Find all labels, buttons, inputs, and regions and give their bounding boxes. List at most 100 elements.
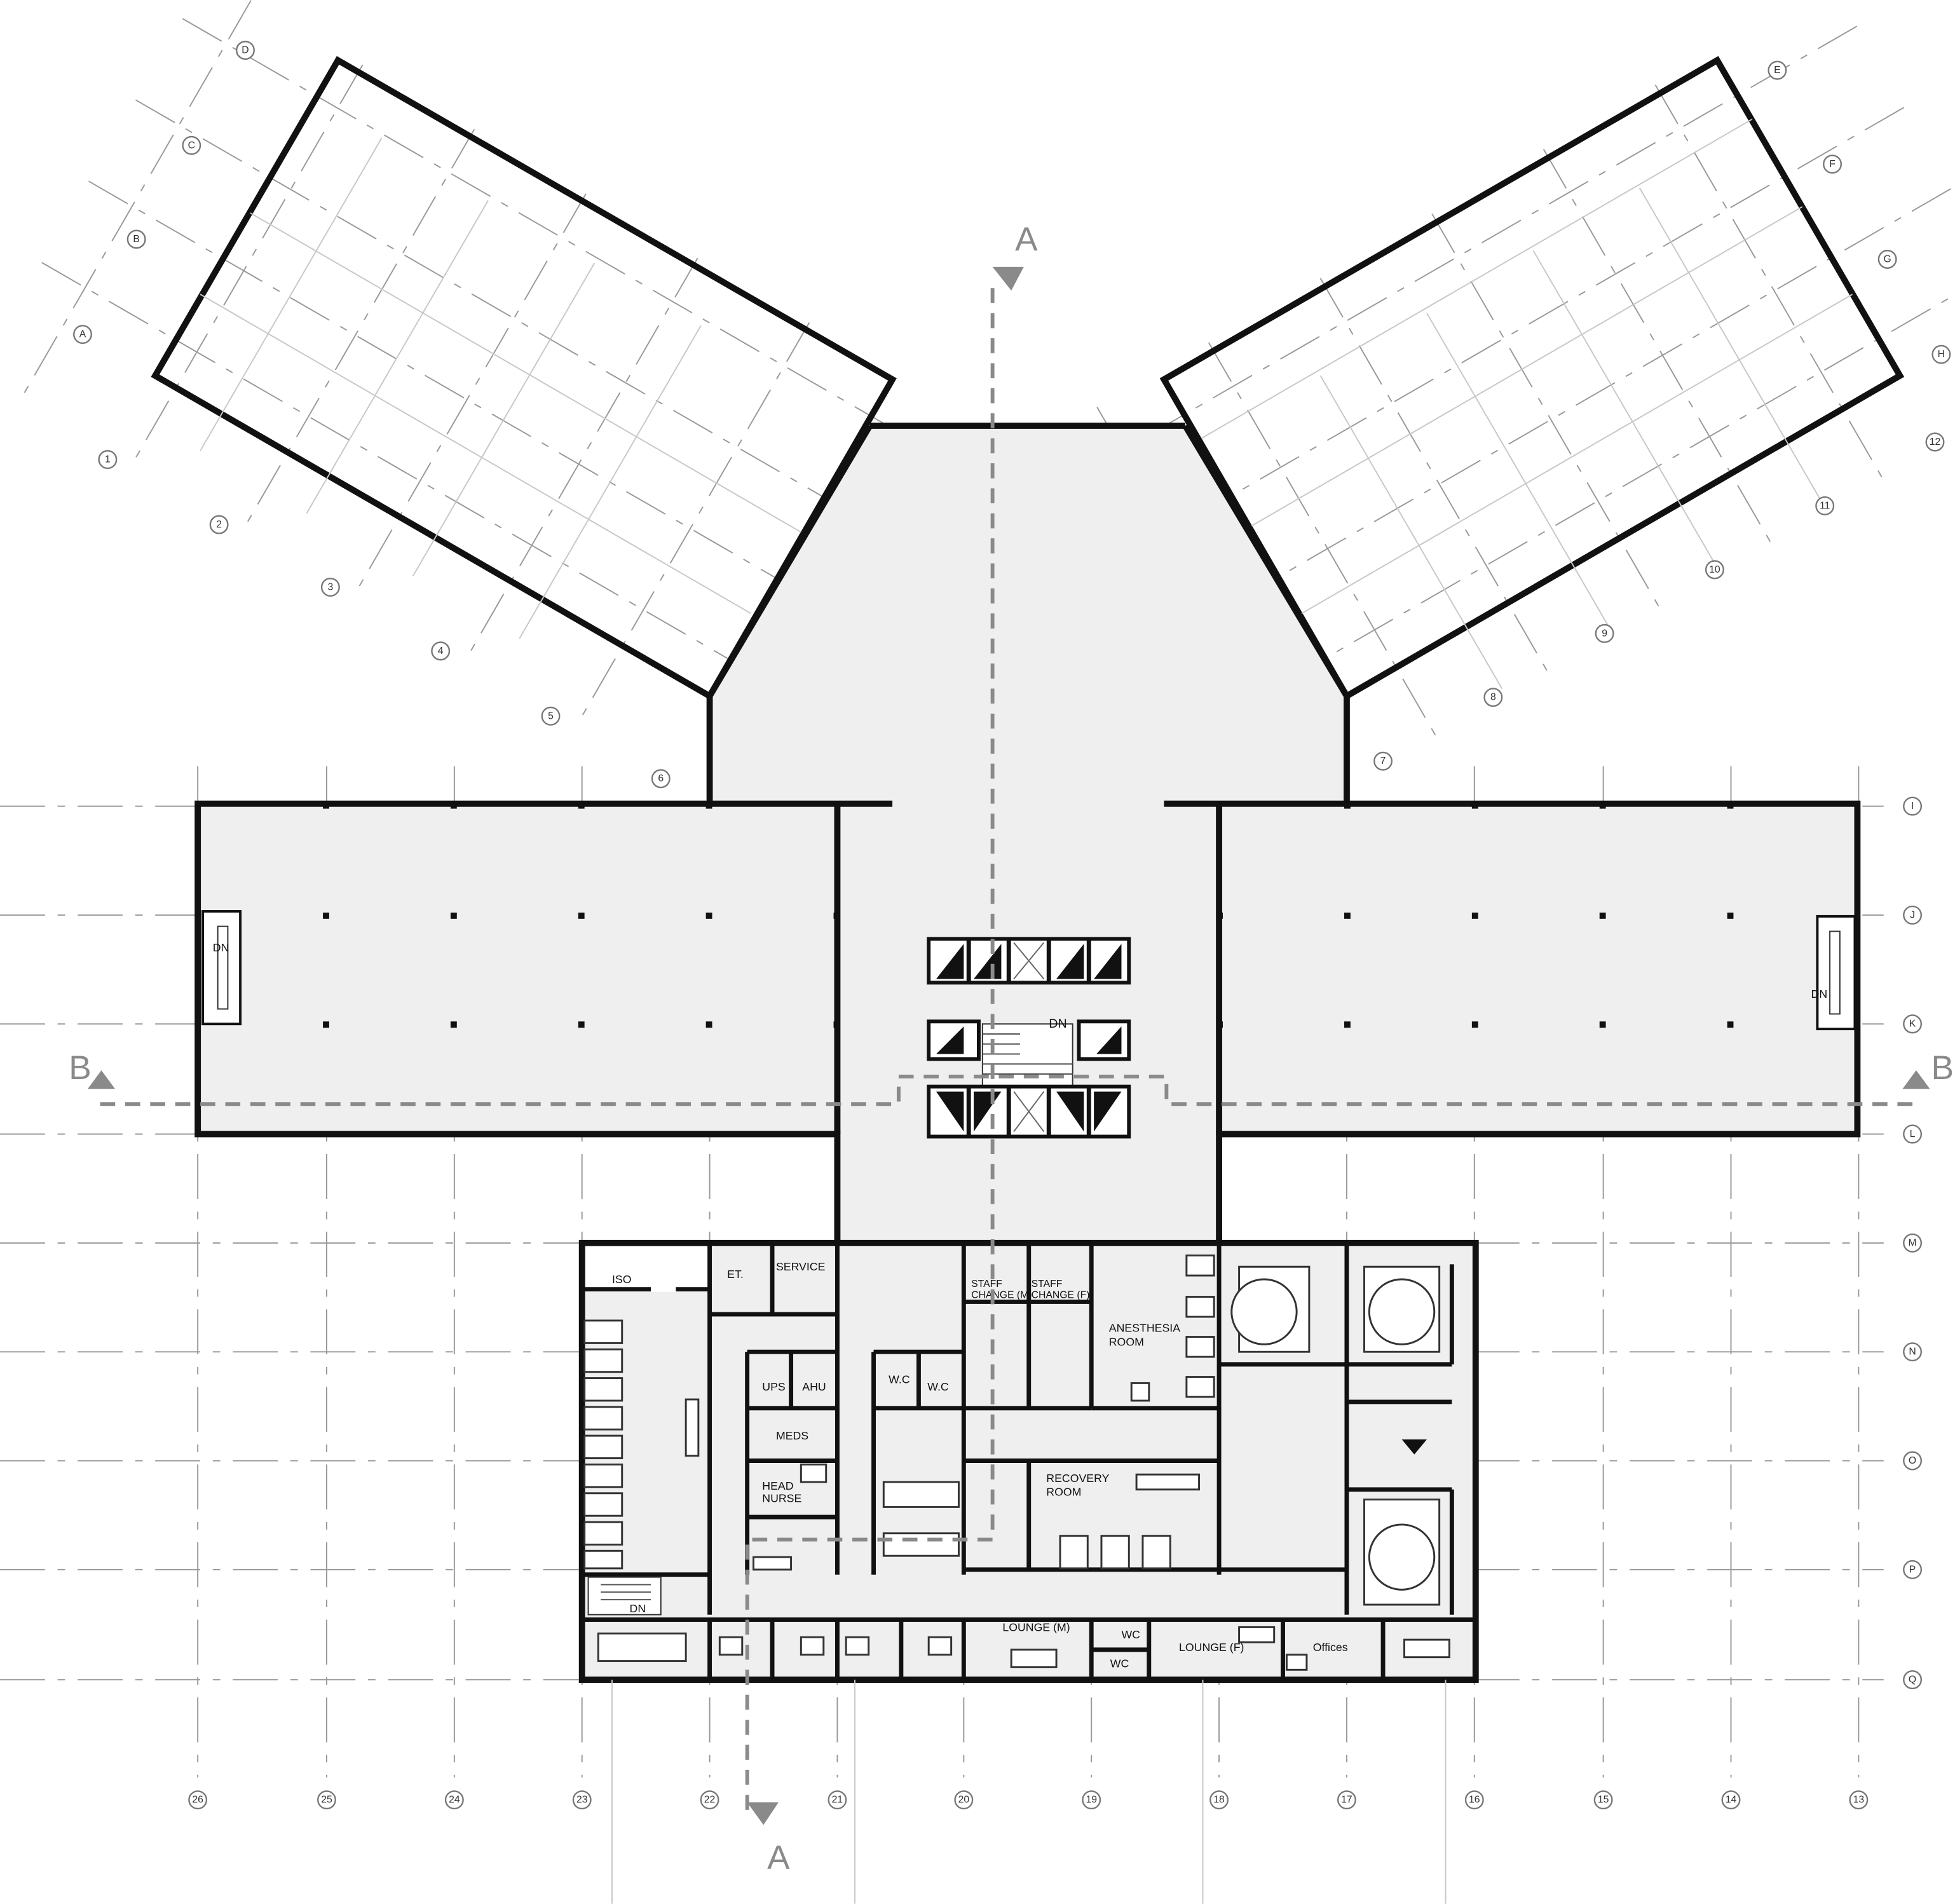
grid-bubbles: D C B A 1 2 3 4 5 6 E F G H 12 11 10 9 8… bbox=[73, 41, 1951, 1810]
grid-bubble: J bbox=[1903, 905, 1923, 925]
grid-bubble: 2 bbox=[209, 515, 229, 534]
svg-text:F: F bbox=[1829, 159, 1836, 170]
svg-text:18: 18 bbox=[1213, 1795, 1225, 1805]
grid-bubble: L bbox=[1903, 1124, 1923, 1144]
room-staff-change-m-line1: STAFF bbox=[971, 1279, 1002, 1289]
room-ahu: AHU bbox=[802, 1380, 826, 1393]
section-arrow-top bbox=[992, 266, 1024, 291]
svg-text:12: 12 bbox=[1930, 437, 1941, 447]
svg-text:9: 9 bbox=[1602, 628, 1607, 639]
svg-text:L: L bbox=[1910, 1129, 1916, 1139]
svg-text:G: G bbox=[1884, 254, 1891, 265]
svg-text:D: D bbox=[242, 45, 249, 56]
stair-dn-core: DN bbox=[1049, 1017, 1066, 1031]
grid-bubble: 18 bbox=[1209, 1790, 1229, 1810]
grid-bubble: 23 bbox=[572, 1790, 592, 1810]
room-lounge-f: LOUNGE (F) bbox=[1179, 1641, 1244, 1654]
stair-dn-left: DN bbox=[213, 941, 229, 954]
svg-text:3: 3 bbox=[328, 581, 334, 592]
grid-bubble: A bbox=[73, 325, 92, 344]
room-head-nurse-1: HEAD bbox=[762, 1479, 793, 1492]
room-recovery-1: RECOVERY bbox=[1046, 1472, 1109, 1485]
grid-bubble: F bbox=[1823, 154, 1842, 174]
grid-bubble: 25 bbox=[317, 1790, 336, 1810]
room-wc-1: W.C bbox=[889, 1373, 910, 1385]
svg-text:K: K bbox=[1909, 1019, 1916, 1030]
grid-bubble: 14 bbox=[1721, 1790, 1741, 1810]
svg-text:14: 14 bbox=[1726, 1795, 1737, 1805]
grid-bubble: 15 bbox=[1593, 1790, 1613, 1810]
grid-bubble: E bbox=[1768, 60, 1787, 80]
svg-text:I: I bbox=[1911, 801, 1914, 812]
grid-bubble: B bbox=[126, 229, 146, 249]
svg-text:7: 7 bbox=[1380, 756, 1386, 766]
grid-bubble: M bbox=[1903, 1233, 1923, 1253]
grid-bubble: Q bbox=[1903, 1670, 1923, 1690]
svg-text:M: M bbox=[1908, 1237, 1916, 1248]
stair-dn-right: DN bbox=[1811, 988, 1828, 1000]
section-a-label-top: A bbox=[1015, 221, 1038, 258]
svg-text:11: 11 bbox=[1820, 500, 1830, 511]
grid-bubble: P bbox=[1903, 1560, 1923, 1579]
grid-bubble: N bbox=[1903, 1342, 1923, 1362]
grid-bubble: 9 bbox=[1595, 623, 1614, 643]
room-staff-change-m-line2: CHANGE (M) bbox=[971, 1290, 1032, 1301]
svg-text:4: 4 bbox=[438, 646, 444, 656]
svg-text:P: P bbox=[1909, 1564, 1916, 1575]
grid-bubble: I bbox=[1903, 796, 1923, 816]
lower-block: DN ISO ET. SERVICE UPS AHU MEDS bbox=[578, 1239, 1479, 1683]
svg-text:Q: Q bbox=[1909, 1675, 1916, 1685]
svg-text:8: 8 bbox=[1490, 692, 1496, 703]
grid-bubble: 19 bbox=[1082, 1790, 1101, 1810]
room-recovery-2: ROOM bbox=[1046, 1486, 1081, 1499]
elevator-core: DN bbox=[927, 937, 1131, 1139]
grid-bubble: C bbox=[182, 135, 201, 155]
room-staff-change-f-line1: STAFF bbox=[1032, 1279, 1063, 1289]
grid-bubble: 20 bbox=[954, 1790, 974, 1810]
section-lines bbox=[87, 266, 1930, 1825]
svg-text:17: 17 bbox=[1341, 1795, 1352, 1805]
grid-bubble: 4 bbox=[431, 641, 451, 661]
svg-text:1: 1 bbox=[105, 454, 111, 465]
svg-text:H: H bbox=[1938, 349, 1945, 360]
svg-text:13: 13 bbox=[1853, 1795, 1865, 1805]
svg-text:23: 23 bbox=[576, 1795, 588, 1805]
svg-text:22: 22 bbox=[704, 1795, 716, 1805]
room-anesthesia-1: ANESTHESIA bbox=[1109, 1322, 1180, 1335]
room-meds: MEDS bbox=[776, 1429, 808, 1442]
svg-text:J: J bbox=[1910, 909, 1915, 920]
room-staff-change-f-line2: CHANGE (F) bbox=[1032, 1290, 1090, 1301]
svg-text:N: N bbox=[1909, 1347, 1916, 1357]
room-offices: Offices bbox=[1313, 1641, 1348, 1654]
grid-bubble: 16 bbox=[1464, 1790, 1484, 1810]
room-et: ET. bbox=[727, 1268, 744, 1281]
room-ups: UPS bbox=[762, 1380, 785, 1393]
grid-bubble: 21 bbox=[828, 1790, 847, 1810]
grid-bubble: K bbox=[1903, 1014, 1923, 1034]
grid-bubble: 1 bbox=[98, 450, 118, 470]
stair-dn-lower: DN bbox=[630, 1602, 646, 1615]
section-b-label-right: B bbox=[1931, 1049, 1954, 1087]
grid-bubble: O bbox=[1903, 1451, 1923, 1471]
room-wc-2: W.C bbox=[927, 1380, 949, 1393]
svg-text:O: O bbox=[1909, 1455, 1916, 1466]
grid-bubble: 7 bbox=[1373, 751, 1393, 771]
svg-text:E: E bbox=[1774, 65, 1781, 76]
svg-text:21: 21 bbox=[832, 1795, 843, 1805]
grid-bubble: 24 bbox=[444, 1790, 464, 1810]
svg-text:5: 5 bbox=[548, 711, 554, 721]
grid-bubble: 8 bbox=[1483, 688, 1503, 707]
svg-text:B: B bbox=[133, 234, 140, 245]
grid-bubble: 17 bbox=[1337, 1790, 1356, 1810]
svg-text:2: 2 bbox=[216, 519, 222, 530]
room-wc-3: WC bbox=[1121, 1628, 1140, 1641]
svg-text:20: 20 bbox=[958, 1795, 970, 1805]
svg-text:26: 26 bbox=[192, 1795, 203, 1805]
svg-text:25: 25 bbox=[321, 1795, 332, 1805]
grid-bubble: 26 bbox=[188, 1790, 208, 1810]
grid-bubble: 13 bbox=[1849, 1790, 1869, 1810]
svg-text:10: 10 bbox=[1709, 564, 1720, 575]
room-lounge-m: LOUNGE (M) bbox=[1002, 1621, 1070, 1633]
svg-text:24: 24 bbox=[449, 1795, 460, 1805]
